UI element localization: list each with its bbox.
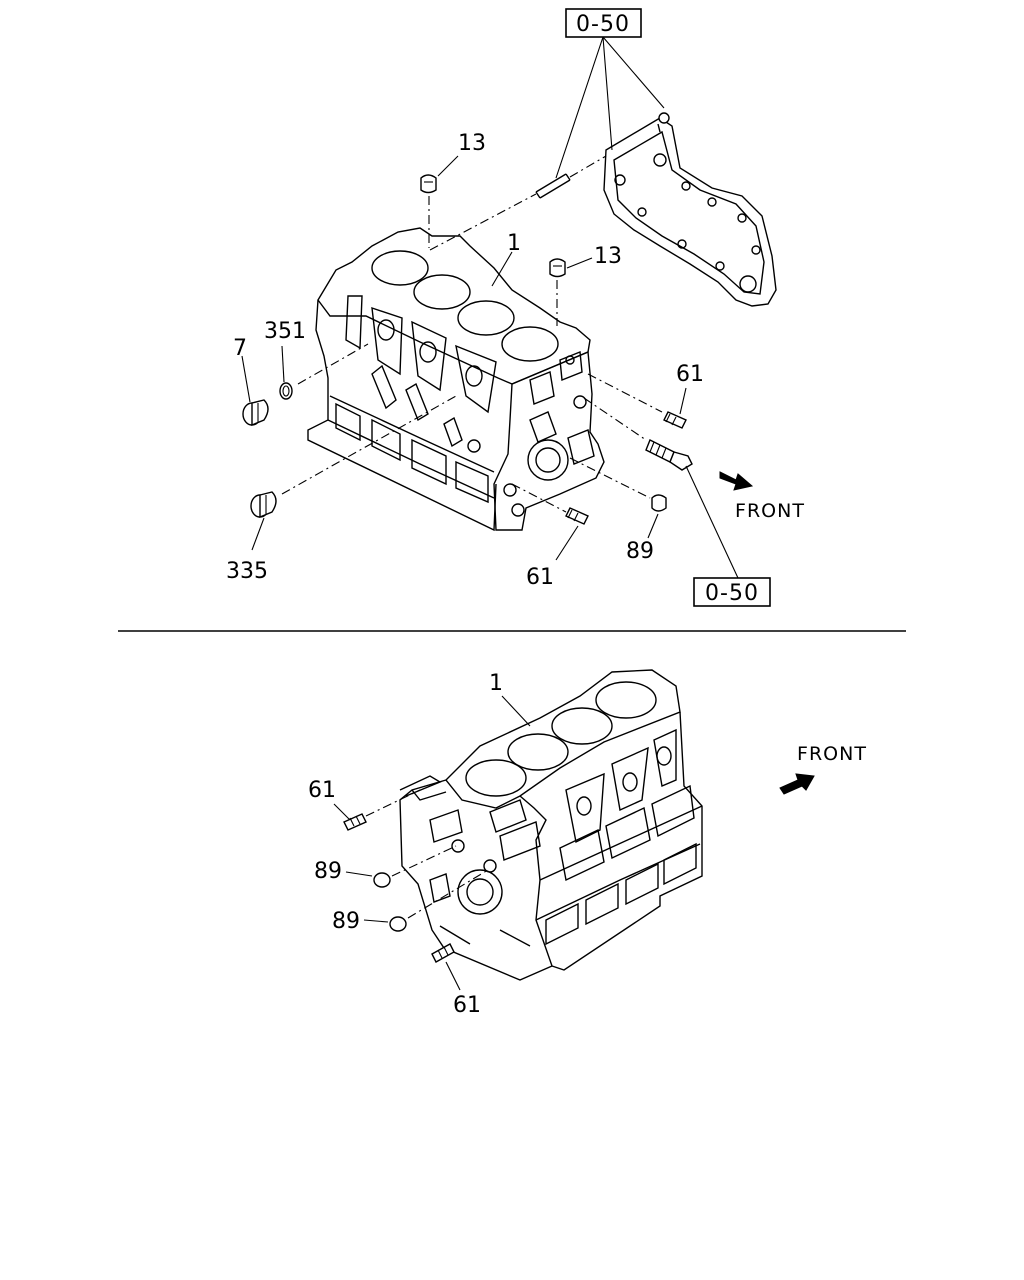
front-arrow-icon [719, 471, 754, 491]
oil-nozzle [645, 439, 693, 471]
timing-cover [603, 117, 777, 307]
front-arrow-icon [779, 773, 815, 795]
plug-89-upper-lower [373, 872, 391, 888]
pin-61-top-lower [343, 813, 367, 831]
label-89-upper-lower: 89 [314, 859, 342, 884]
cylinder-block-lower[interactable] [399, 669, 703, 981]
ref-box-bottom[interactable]: 0-50 [693, 577, 771, 607]
ref-top-label: 0-50 [576, 12, 630, 37]
cover-stud [535, 173, 571, 199]
upper-view: 0-50 [226, 8, 805, 607]
front-label-lower: FRONT [797, 743, 867, 765]
cylinder-block-upper[interactable] [307, 227, 605, 532]
ref-bottom-label: 0-50 [705, 581, 759, 606]
label-61-bottom: 61 [526, 565, 554, 590]
plug-7 [242, 399, 269, 427]
front-arrow-lower [779, 773, 815, 795]
plug-89-lower-lower [389, 916, 407, 932]
front-arrow-upper [719, 471, 754, 491]
pin-61-bottom [565, 507, 589, 525]
plug-335 [250, 491, 277, 519]
cover-bolt [657, 112, 670, 133]
ref-box-top[interactable]: 0-50 [565, 8, 642, 38]
label-61-top-lower: 61 [308, 778, 336, 803]
label-89-lower-lower: 89 [332, 909, 360, 934]
label-351: 351 [264, 319, 306, 344]
label-61-bottom-lower: 61 [453, 993, 481, 1018]
label-335: 335 [226, 559, 268, 584]
seal-ring-351 [279, 382, 293, 400]
pin-61-bottom-lower [431, 943, 455, 963]
label-1-lower: 1 [489, 671, 503, 696]
lower-view: 1 [308, 669, 867, 1018]
label-89-upper: 89 [626, 539, 654, 564]
plug-89 [651, 494, 667, 512]
label-61-right: 61 [676, 362, 704, 387]
cap-13-left [420, 174, 437, 194]
cap-13-right [549, 258, 566, 278]
label-7: 7 [233, 336, 247, 361]
label-13-right: 13 [594, 244, 622, 269]
label-13-left: 13 [458, 131, 486, 156]
front-label-upper: FRONT [735, 500, 805, 522]
pin-61-right [663, 411, 687, 429]
label-1-upper: 1 [507, 231, 521, 256]
